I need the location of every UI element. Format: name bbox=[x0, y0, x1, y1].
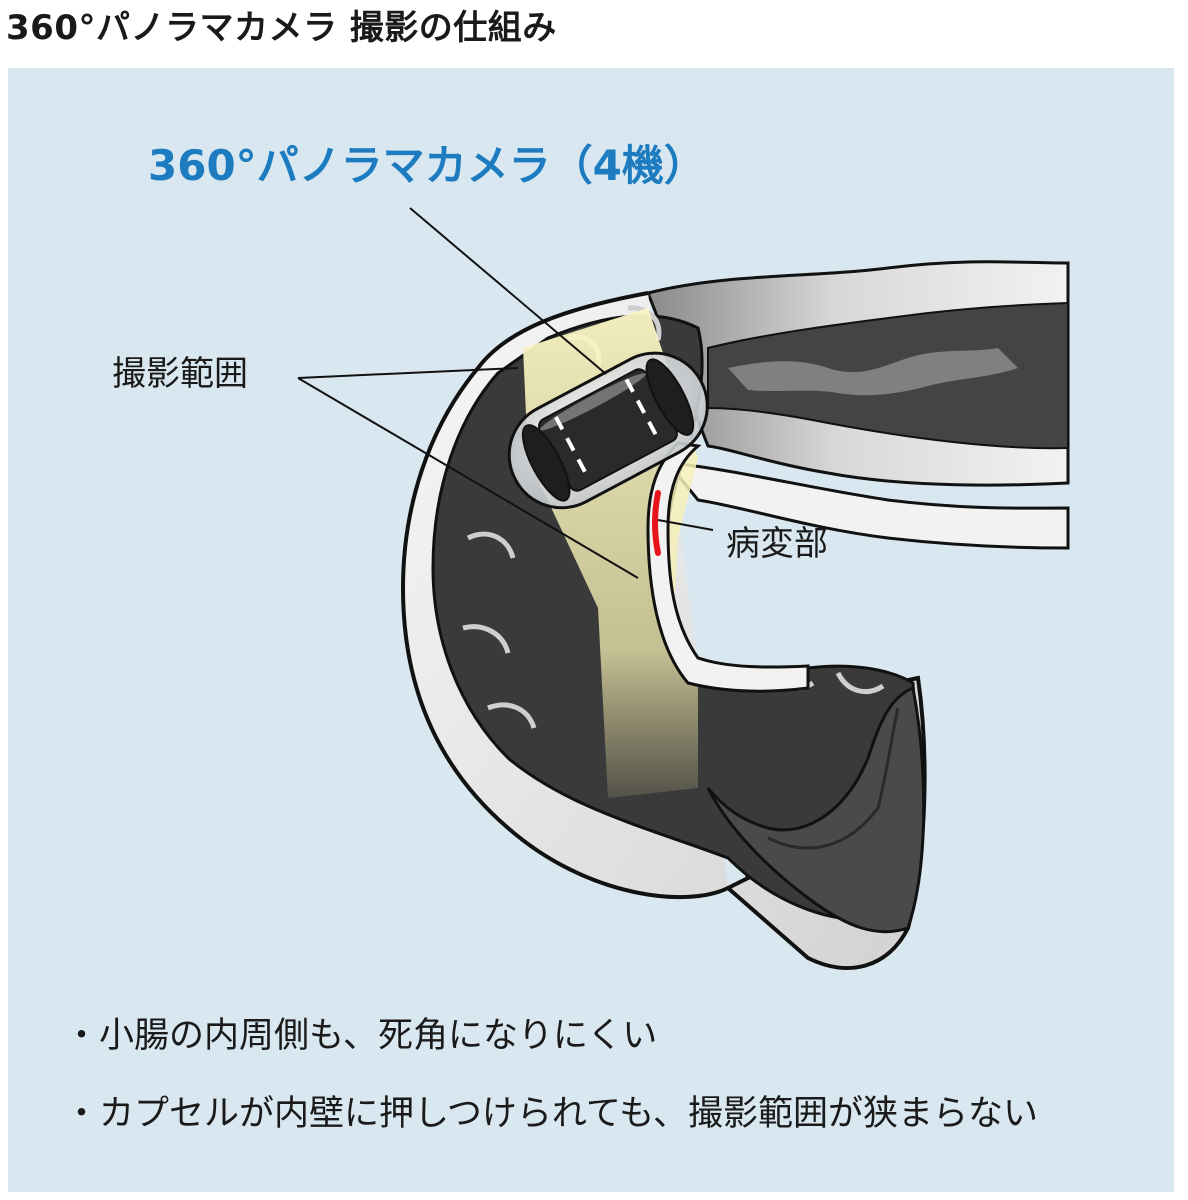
intestine-diagram bbox=[297, 207, 1070, 970]
leader-lines bbox=[297, 207, 714, 579]
upper-intestine-tube bbox=[645, 260, 1070, 550]
diagram-panel: 360°パノラマカメラ（4機） 撮影範囲 病変部 ・小腸の内周側も、死角になりに… bbox=[8, 68, 1174, 1192]
inner-bend-wall bbox=[646, 441, 810, 693]
page-title: 360°パノラマカメラ 撮影の仕組み bbox=[6, 8, 557, 48]
lesion-mark bbox=[652, 490, 661, 556]
lesion-label: 病変部 bbox=[726, 524, 828, 564]
capsule-camera bbox=[507, 351, 709, 510]
bullet-1: ・小腸の内周側も、死角になりにくい bbox=[64, 1016, 658, 1056]
bullet-2: ・カプセルが内壁に押しつけられても、撮影範囲が狭まらない bbox=[64, 1094, 1039, 1134]
intestine-cross-section bbox=[706, 685, 926, 934]
range-label: 撮影範囲 bbox=[112, 354, 248, 394]
camera-label: 360°パノラマカメラ（4機） bbox=[148, 141, 706, 190]
